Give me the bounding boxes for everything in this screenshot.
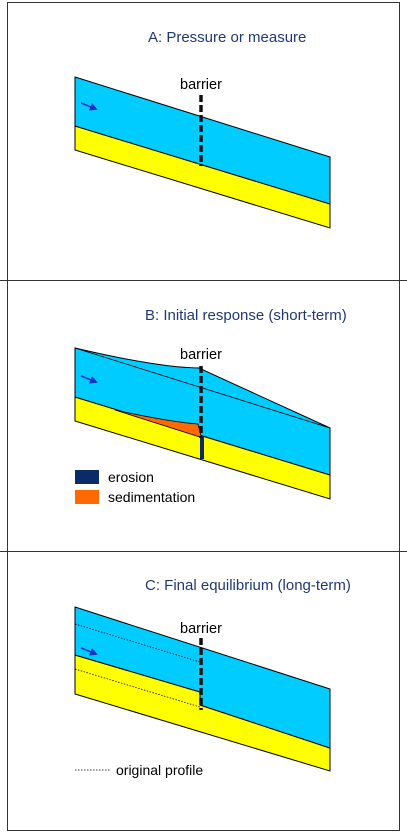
- panel-a-title: A: Pressure or measure: [148, 29, 306, 46]
- panel-b-erosion-scour: [200, 437, 204, 459]
- legend-sedimentation-label: sedimentation: [108, 489, 195, 505]
- panel-a-barrier-label: barrier: [180, 77, 222, 93]
- legend-sedimentation-swatch: [75, 490, 99, 504]
- panel-c-frame: [7, 551, 400, 831]
- legend-erosion-swatch: [75, 470, 99, 484]
- panel-c-flow-arrow: [80, 647, 98, 656]
- legend-erosion-label: erosion: [108, 469, 154, 485]
- panel-b-barrier-label: barrier: [180, 347, 222, 363]
- legend-original-profile-label: original profile: [116, 762, 203, 778]
- panel-b: B: Initial response (short-term) barrier…: [74, 307, 347, 505]
- panel-c: C: Final equilibrium (long-term) barrier…: [74, 577, 351, 778]
- panel-b-flow-arrow: [80, 375, 98, 384]
- panel-c-original-surface: [74, 623, 201, 663]
- panel-a-flow-arrow: [80, 102, 98, 111]
- panel-c-original-bed: [74, 668, 201, 708]
- panel-b-title: B: Initial response (short-term): [145, 307, 347, 324]
- panel-a: A: Pressure or measure barrier: [74, 29, 331, 229]
- panel-c-title: C: Final equilibrium (long-term): [145, 577, 351, 594]
- panel-c-barrier-label: barrier: [180, 621, 222, 637]
